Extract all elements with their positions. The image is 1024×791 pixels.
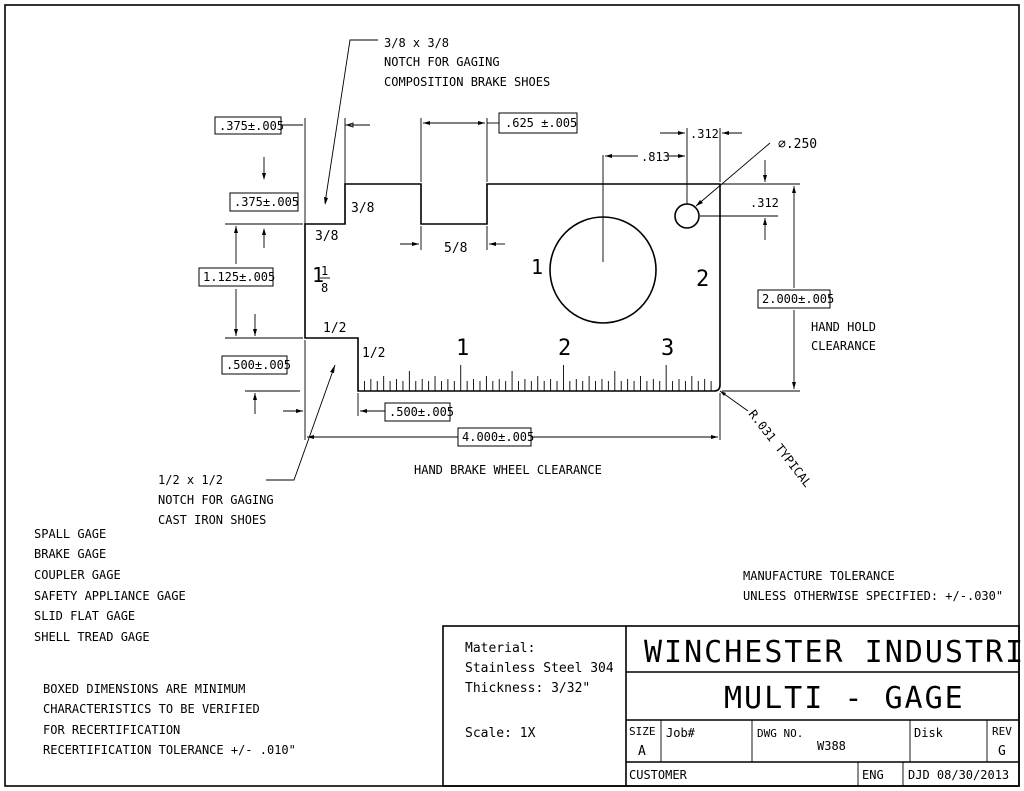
gage-list-5: SLID FLAT GAGE [34, 609, 135, 623]
boxed-note-1: BOXED DIMENSIONS ARE MINIMUM [43, 682, 245, 696]
boxed-note-3: FOR RECERTIFICATION [43, 723, 180, 737]
bottom-callout-1: 1/2 x 1/2 [158, 473, 223, 487]
material-label: Material: [465, 641, 535, 656]
radius-note: R.031 TYPICAL [746, 407, 815, 490]
gage-list-2: BRAKE GAGE [34, 547, 106, 561]
dim-height: 1.125±.005 [203, 270, 275, 284]
gage-list-6: SHELL TREAD GAGE [34, 630, 150, 644]
face-label-1: 1 [531, 255, 543, 279]
slot-label: 5/8 [444, 241, 467, 256]
boxed-note-2: CHARACTERISTICS TO BE VERIFIED [43, 702, 260, 716]
company-name: WINCHESTER INDUSTRIES INC. [644, 635, 1024, 670]
rev-value: G [998, 744, 1006, 759]
material-value: Stainless Steel 304 [465, 661, 614, 676]
tolerance-note-2: UNLESS OTHERWISE SPECIFIED: +/-.030" [743, 589, 1003, 603]
job-label: Job# [666, 726, 696, 740]
dim-hole-x: .813 [641, 150, 670, 164]
hand-hold-note-1: HAND HOLD [811, 320, 876, 334]
ruler-label-2: 2 [558, 336, 571, 361]
dim-left-notch: .375±.005 [234, 195, 299, 209]
disk-label: Disk [914, 726, 944, 740]
part-name: MULTI - GAGE [724, 681, 965, 716]
dim-hole-diameter: ∅.250 [778, 137, 817, 152]
notch-label-b: 3/8 [315, 229, 338, 244]
scale-value: Scale: 1X [465, 726, 536, 741]
eng-label: ENG [862, 768, 884, 782]
ruler-label-1: 1 [456, 336, 469, 361]
top-callout-2: NOTCH FOR GAGING [384, 55, 500, 69]
notch-label-a: 3/8 [351, 201, 374, 216]
dim-length: 4.000±.005 [462, 430, 534, 444]
dim-top-notch: .375±.005 [219, 119, 284, 133]
rev-label: REV [992, 725, 1012, 738]
face-label-2: 2 [696, 267, 709, 292]
dim-lower-notch: .500±.005 [226, 358, 291, 372]
ruler-label-3: 3 [661, 336, 674, 361]
dim-hole-side: .312 [750, 196, 779, 210]
gage-list-3: COUPLER GAGE [34, 568, 121, 582]
thickness-value: Thickness: 3/32" [465, 681, 590, 696]
dwg-value: W388 [817, 739, 846, 753]
dim-bottom-notch: .500±.005 [389, 405, 454, 419]
step-label-num: 1 [321, 264, 328, 278]
dim-slot: .625 ±.005 [505, 116, 577, 130]
ruler-ticks [357, 365, 712, 391]
dwg-label: DWG NO. [757, 727, 803, 740]
size-value: A [638, 744, 646, 759]
customer-label: CUSTOMER [629, 768, 688, 782]
tolerance-note-1: MANUFACTURE TOLERANCE [743, 569, 895, 583]
gage-list-4: SAFETY APPLIANCE GAGE [34, 589, 186, 603]
bottom-callout-3: CAST IRON SHOES [158, 513, 266, 527]
bottom-callout-2: NOTCH FOR GAGING [158, 493, 274, 507]
boxed-note-4: RECERTIFICATION TOLERANCE +/- .010" [43, 743, 296, 757]
top-callout-3: COMPOSITION BRAKE SHOES [384, 75, 550, 89]
step-label-den: 8 [321, 281, 328, 295]
dim-hole-top: .312 [690, 127, 719, 141]
small-hole [674, 203, 700, 229]
hand-brake-note: HAND BRAKE WHEEL CLEARANCE [414, 463, 602, 477]
gage-list-1: SPALL GAGE [34, 527, 106, 541]
dim-hand-hold: 2.000±.005 [762, 292, 834, 306]
hand-hold-note-2: CLEARANCE [811, 339, 876, 353]
half-label-a: 1/2 [323, 321, 346, 336]
title-block [442, 625, 1020, 787]
step-label-whole: 1 [312, 263, 324, 287]
top-callout-1: 3/8 x 3/8 [384, 36, 449, 50]
eng-value: DJD 08/30/2013 [908, 768, 1009, 782]
size-label: SIZE [629, 725, 656, 738]
half-label-b: 1/2 [362, 346, 385, 361]
